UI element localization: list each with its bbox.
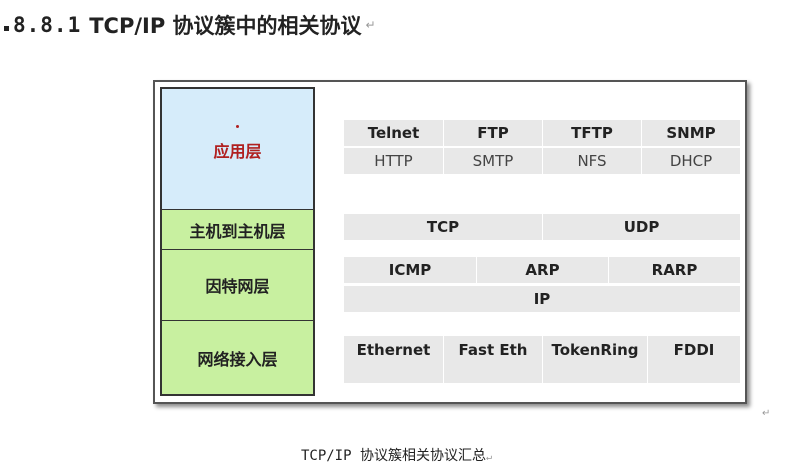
protocol-cell: RARP	[608, 257, 740, 283]
layer-host-to-host: 主机到主机层	[162, 209, 313, 249]
protocol-cell: IP	[533, 290, 551, 308]
protocol-cell: TCP	[426, 218, 460, 236]
bullet-icon	[4, 25, 9, 31]
transport-protocol-row: TCP UDP	[344, 214, 740, 240]
protocol-cell: DHCP	[641, 148, 740, 174]
layer-application-label: 应用层	[213, 141, 262, 161]
protocol-cell: TokenRing	[542, 336, 647, 383]
layer-column: 应用层 主机到主机层 因特网层 网络接入层	[160, 87, 315, 396]
layer-internet-label: 因特网层	[205, 277, 270, 296]
protocol-cell: SMTP	[443, 148, 542, 174]
protocol-cell: FDDI	[647, 336, 740, 383]
section-title: TCP/IP 协议簇中的相关协议	[89, 14, 362, 38]
protocol-figure: 应用层 主机到主机层 因特网层 网络接入层 Telnet FTP TFTP SN…	[153, 80, 747, 404]
layer-internet: 因特网层	[162, 249, 313, 320]
section-number: 8.8.1	[13, 13, 82, 37]
caption-text: TCP/IP 协议簇相关协议汇总	[300, 448, 486, 464]
protocol-cell: SNMP	[641, 120, 740, 146]
link-protocol-row: Ethernet Fast Eth TokenRing FDDI	[344, 336, 740, 383]
paragraph-mark-icon: ↵	[762, 408, 771, 419]
internet-protocol-row: ICMP ARP RARP	[344, 257, 740, 283]
paragraph-mark-icon: ↵	[365, 18, 376, 32]
protocol-cell: HTTP	[374, 152, 413, 170]
section-heading: 8.8.1 TCP/IP 协议簇中的相关协议 ↵	[4, 10, 376, 40]
app-protocol-row: HTTP SMTP NFS DHCP	[344, 148, 740, 174]
protocol-cell: TFTP	[542, 120, 641, 146]
layer-link-label: 网络接入层	[197, 349, 278, 369]
layer-network-access: 网络接入层	[162, 320, 313, 394]
layer-application: 应用层	[162, 89, 313, 209]
protocol-cell: ARP	[476, 257, 608, 283]
protocol-cell: FTP	[443, 120, 542, 146]
layer-host-label: 主机到主机层	[189, 221, 286, 241]
protocol-cell: UDP	[542, 214, 740, 240]
app-protocol-row: Telnet FTP TFTP SNMP	[344, 120, 740, 146]
protocol-cell: NFS	[542, 148, 641, 174]
protocol-cell: ICMP	[388, 261, 432, 279]
protocol-cell: Fast Eth	[443, 336, 542, 383]
protocol-cell: Ethernet	[356, 341, 431, 359]
paragraph-mark-icon: ↵	[485, 452, 493, 463]
dot-icon	[236, 124, 239, 128]
figure-caption: TCP/IP 协议簇相关协议汇总↵	[0, 445, 793, 465]
protocol-cell: Telnet	[367, 124, 420, 142]
internet-protocol-row: IP	[344, 286, 740, 312]
